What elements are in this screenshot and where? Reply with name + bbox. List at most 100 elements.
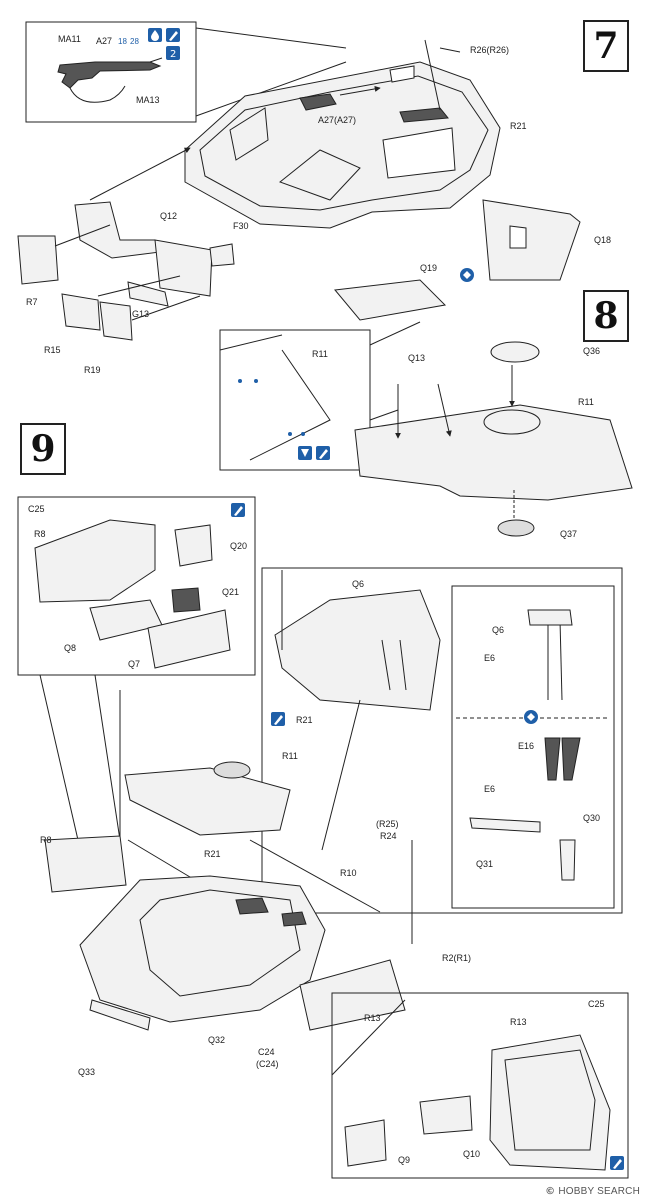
part-q7 <box>147 609 231 669</box>
label-r11-s8: R11 <box>578 397 594 407</box>
paint-drop-icon <box>148 28 162 42</box>
upper-hull-step7 <box>184 61 501 229</box>
part-r13 <box>299 959 406 1031</box>
label-g13: G13 <box>132 309 150 319</box>
step-number-7: 7 <box>583 20 629 72</box>
watermark: © HOBBY SEARCH <box>545 1186 640 1197</box>
label-e6-right-2: E6 <box>484 784 496 794</box>
label-q31: Q31 <box>476 859 494 869</box>
glue-brush-icon <box>231 503 245 517</box>
label-r21-top: R21 <box>510 121 527 131</box>
part-r8 <box>34 519 156 603</box>
part-q9 <box>344 1119 387 1167</box>
label-r10: R10 <box>340 868 357 878</box>
part-r7-panel <box>74 201 161 259</box>
radio-detail-box <box>17 496 256 676</box>
part-q10 <box>419 1095 473 1135</box>
label-q32: Q32 <box>208 1035 226 1045</box>
label-q6: Q6 <box>352 579 365 589</box>
part-q36 <box>490 341 540 363</box>
watermark-brand: HOBBY SEARCH <box>558 1186 640 1197</box>
label-a27a27: A27(A27) <box>318 115 357 125</box>
cement-icon <box>298 446 312 460</box>
label-r2r1: R2(R1) <box>442 953 472 963</box>
label-q21: Q21 <box>222 587 240 597</box>
step-number-8: 8 <box>583 290 629 342</box>
glue-brush-icon <box>610 1156 624 1170</box>
label-q20: Q20 <box>230 541 248 551</box>
label-r13: R13 <box>364 1013 381 1023</box>
glue-brush-icon <box>271 712 285 726</box>
label-c24b: (C24) <box>256 1059 279 1069</box>
label-q13: Q13 <box>408 353 426 363</box>
part-q18 <box>482 199 581 281</box>
weapon-detail-box <box>25 21 197 123</box>
label-q9: Q9 <box>398 1155 411 1165</box>
step-number-9: 9 <box>20 423 66 475</box>
part-q33 <box>89 999 151 1031</box>
glue-brush-icon <box>316 446 330 460</box>
label-q8: Q8 <box>64 643 77 653</box>
label-q12: Q12 <box>160 211 178 221</box>
part-r15 <box>61 293 101 331</box>
label-r15: R15 <box>44 345 61 355</box>
label-c25-left: C25 <box>28 504 45 514</box>
label-r11-s9: R11 <box>282 751 298 761</box>
part-q12 <box>154 239 213 297</box>
label-r19: R19 <box>84 365 101 375</box>
part-g13 <box>127 281 169 307</box>
label-q10: Q10 <box>463 1149 481 1159</box>
label-a27: A27 <box>96 36 113 46</box>
label-q33: Q33 <box>78 1067 96 1077</box>
label-r24: R24 <box>380 831 397 841</box>
label-r11-inset: R11 <box>312 349 328 359</box>
make-two-icon: 2 <box>166 46 180 60</box>
floor-r11-step9 <box>124 767 291 836</box>
part-q37 <box>497 519 535 537</box>
radio-r8-mounted <box>44 835 127 893</box>
label-ma11: MA11 <box>58 34 81 44</box>
label-q19: Q19 <box>420 263 438 273</box>
assembly-choice-icon <box>460 268 474 282</box>
label-q30: Q30 <box>583 813 601 823</box>
r13-detail-box <box>331 992 629 1179</box>
label-r25: (R25) <box>376 819 399 829</box>
label-q7: Q7 <box>128 659 141 669</box>
label-q37: Q37 <box>560 529 578 539</box>
svg-text:2: 2 <box>170 49 176 60</box>
label-r21-mid: R21 <box>296 715 313 725</box>
part-q19 <box>334 279 447 321</box>
label-e6-right-1: E6 <box>484 653 496 663</box>
watermark-logo: © <box>545 1186 556 1197</box>
label-r7: R7 <box>26 297 38 307</box>
label-r8-left: R8 <box>34 529 46 539</box>
label-r26: R26(R26) <box>470 45 510 55</box>
label-c24: C24 <box>258 1047 275 1057</box>
floor-r11 <box>354 404 633 501</box>
label-r8-s9: R8 <box>40 835 52 845</box>
label-q18: Q18 <box>594 235 612 245</box>
label-r21-s9: R21 <box>204 849 221 859</box>
part-q20 <box>174 524 213 567</box>
assembly-choice-icon <box>524 710 538 724</box>
mg-weapon-drawing <box>57 57 163 103</box>
label-r13-box: R13 <box>510 1017 527 1027</box>
label-e16: E16 <box>518 741 535 751</box>
label-q6-right: Q6 <box>492 625 505 635</box>
part-f30 <box>209 243 235 267</box>
label-ma13: MA13 <box>136 95 160 105</box>
label-c25-right: C25 <box>588 999 605 1009</box>
r11-detail-inset <box>219 329 371 471</box>
label-a27-sub1: 18 <box>118 37 127 46</box>
label-f30: F30 <box>233 221 249 231</box>
part-q21 <box>171 587 201 613</box>
seat-detail-box <box>451 585 615 909</box>
upper-hull-step9 <box>79 875 326 1023</box>
label-q36: Q36 <box>583 346 601 356</box>
crew-compartment <box>274 589 441 711</box>
glue-brush-icon <box>166 28 180 42</box>
part-r19 <box>99 301 133 341</box>
crew-seat-box <box>261 567 623 914</box>
